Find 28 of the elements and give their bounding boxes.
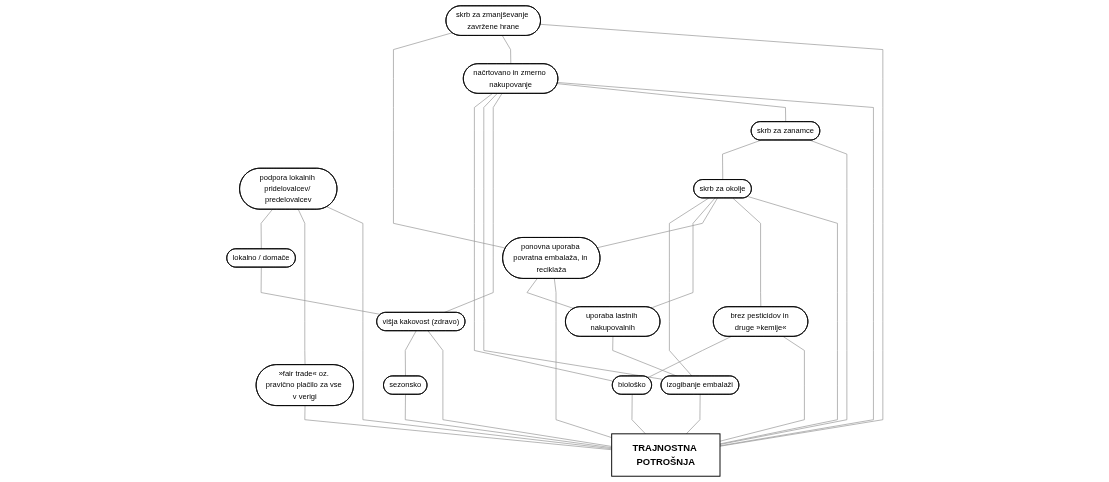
connector xyxy=(483,93,664,380)
connector xyxy=(596,197,718,249)
connector xyxy=(556,82,874,447)
connector xyxy=(719,336,805,442)
connector xyxy=(392,32,506,249)
connector xyxy=(526,278,574,309)
connector xyxy=(719,196,838,445)
connector xyxy=(260,267,381,315)
connector xyxy=(473,93,614,382)
connector xyxy=(553,278,612,438)
connector xyxy=(732,197,761,308)
connector xyxy=(404,330,417,377)
connector xyxy=(719,139,847,445)
connector xyxy=(427,330,612,447)
connector xyxy=(326,206,612,450)
connector xyxy=(297,209,306,366)
connector xyxy=(650,197,715,309)
connector xyxy=(647,336,732,379)
node-box: TRAJNOSTNA POTROŠNJA xyxy=(610,433,721,477)
connector xyxy=(304,405,612,451)
connector xyxy=(404,394,612,449)
connector xyxy=(631,394,646,435)
connector xyxy=(668,197,709,377)
connector xyxy=(556,83,786,123)
connector xyxy=(685,394,701,435)
connector xyxy=(539,23,883,447)
connector xyxy=(501,35,511,65)
connector xyxy=(260,209,273,250)
